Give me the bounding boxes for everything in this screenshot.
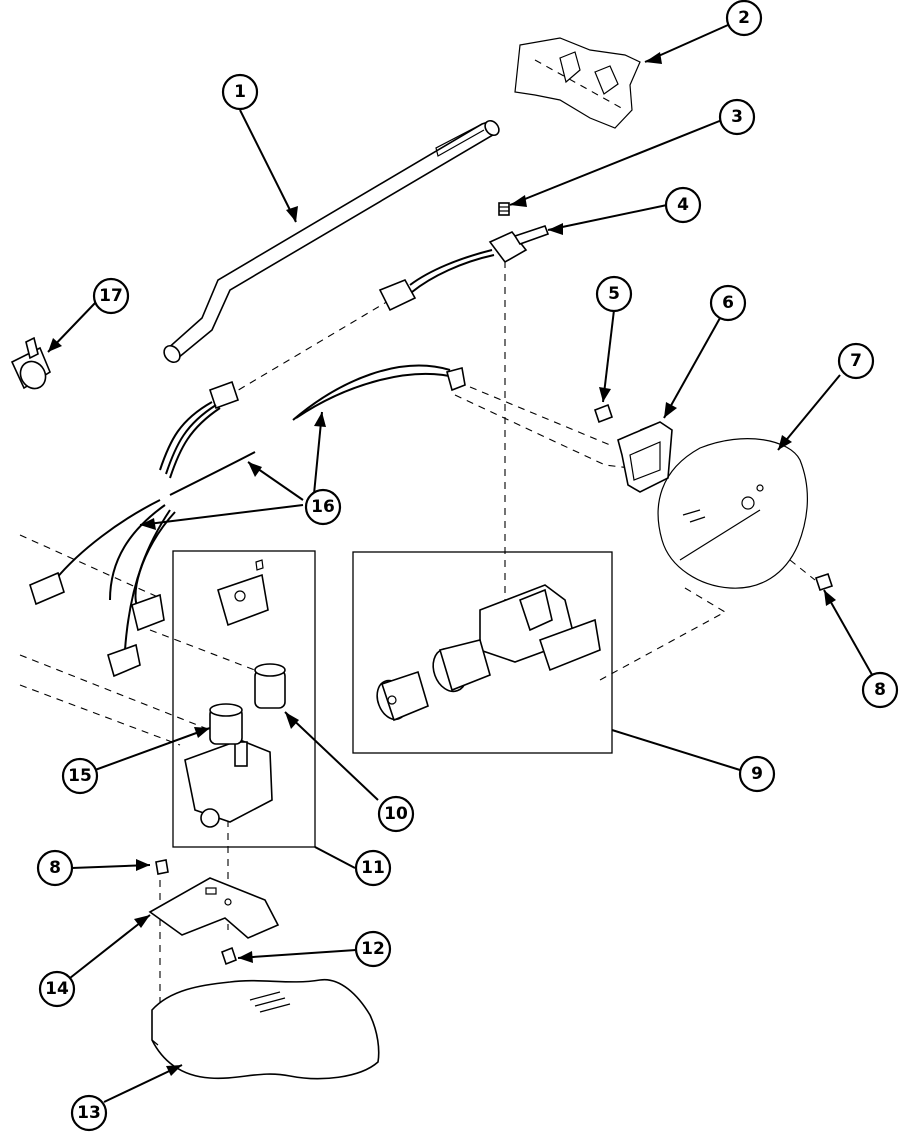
svg-text:17: 17 — [99, 286, 123, 306]
svg-text:8: 8 — [874, 680, 886, 700]
svg-text:12: 12 — [361, 939, 385, 959]
part-clamp-fitting — [10, 336, 52, 390]
callout-4: 4 — [664, 186, 702, 224]
svg-text:4: 4 — [677, 195, 689, 215]
part-coil-left — [209, 703, 243, 745]
svg-text:13: 13 — [77, 1103, 101, 1123]
callout-12: 12 — [354, 930, 392, 968]
part-wire-harness — [29, 364, 466, 678]
svg-text:11: 11 — [361, 858, 385, 878]
callout-9: 9 — [738, 755, 776, 793]
part-switch-bracket — [617, 421, 673, 493]
part-sensor-harness — [378, 224, 550, 312]
svg-text:8: 8 — [49, 858, 61, 878]
callout-16: 16 — [304, 488, 342, 526]
callout-3: 3 — [718, 98, 756, 136]
callout-10: 10 — [377, 795, 415, 833]
callout-8-left: 8 — [36, 849, 74, 887]
svg-text:15: 15 — [68, 766, 92, 786]
callout-15: 15 — [61, 757, 99, 795]
part-water-valve — [184, 739, 273, 828]
svg-text:7: 7 — [850, 351, 862, 371]
callout-5: 5 — [595, 275, 633, 313]
part-cover-bracket — [514, 37, 641, 129]
part-mount-bracket — [148, 877, 280, 939]
leader-lines — [47, 24, 876, 1103]
callouts: 1 2 3 4 5 6 7 8 9 10 11 8 12 13 14 15 16… — [36, 0, 899, 1132]
callout-2: 2 — [725, 0, 763, 37]
svg-text:6: 6 — [722, 293, 734, 313]
part-screw-top — [498, 202, 510, 216]
valve-subassembly-box — [172, 550, 316, 848]
part-gasket-plate — [657, 438, 808, 589]
part-actuator-assembly — [376, 584, 601, 722]
part-screw-right — [814, 572, 834, 592]
part-screw-left — [155, 859, 169, 875]
part-valve-mount — [217, 559, 269, 627]
svg-text:14: 14 — [45, 979, 69, 999]
callout-1: 1 — [221, 73, 259, 111]
callout-14: 14 — [38, 970, 76, 1008]
part-coil — [254, 663, 286, 709]
svg-text:5: 5 — [608, 284, 620, 304]
svg-text:9: 9 — [751, 764, 763, 784]
part-hose-tube — [163, 119, 500, 364]
part-base-plate — [151, 978, 380, 1080]
callout-17: 17 — [92, 277, 130, 315]
part-screw-bottom — [221, 946, 237, 966]
callout-6: 6 — [709, 284, 747, 322]
svg-text:2: 2 — [738, 8, 750, 28]
callout-8-right: 8 — [861, 671, 899, 709]
actuator-subassembly-box — [352, 551, 613, 754]
callout-7: 7 — [837, 342, 875, 380]
svg-text:16: 16 — [311, 497, 335, 517]
callout-13: 13 — [70, 1094, 108, 1132]
callout-11: 11 — [354, 849, 392, 887]
part-screw-bracket — [593, 403, 614, 424]
svg-text:3: 3 — [731, 107, 743, 127]
svg-text:10: 10 — [384, 804, 408, 824]
alignment-lines — [19, 235, 816, 1035]
svg-text:1: 1 — [234, 82, 246, 102]
